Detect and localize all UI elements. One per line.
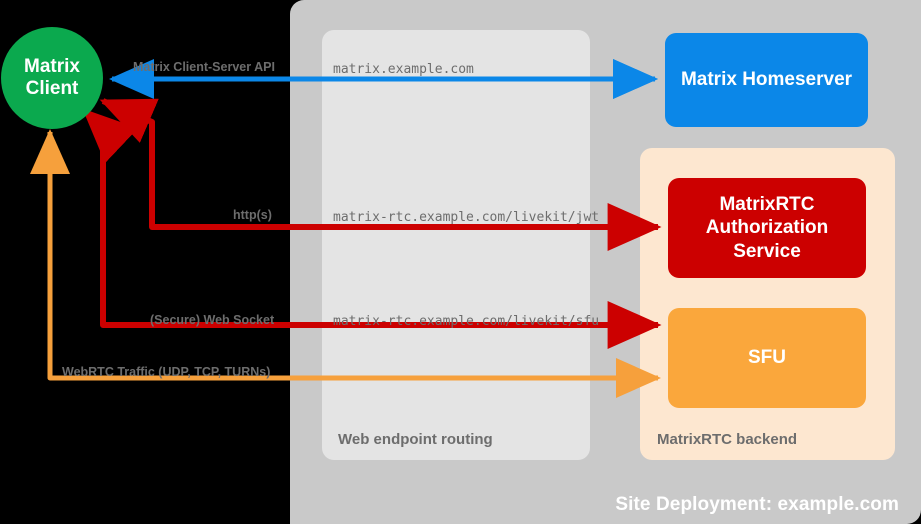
node-matrixrtc-authorization-service[interactable]: MatrixRTC Authorization Service <box>668 178 866 278</box>
endpoint-livekit-jwt: matrix-rtc.example.com/livekit/jwt <box>333 210 600 225</box>
site-deployment-label: Site Deployment: example.com <box>615 494 899 515</box>
endpoint-livekit-sfu: matrix-rtc.example.com/livekit/sfu <box>333 314 600 329</box>
matrix-client-label-line2: Client <box>25 78 79 99</box>
node-matrix-client[interactable]: Matrix Client <box>1 27 103 129</box>
node-matrix-homeserver[interactable]: Matrix Homeserver <box>665 33 868 127</box>
web-endpoint-routing-panel: Web endpoint routing <box>322 30 590 460</box>
auth-service-label-line2: Authorization <box>705 217 829 239</box>
label-matrix-client-server-api: Matrix Client-Server API <box>133 60 275 74</box>
endpoint-matrix-example-com: matrix.example.com <box>333 62 474 77</box>
matrixrtc-backend-label: MatrixRTC backend <box>657 431 798 448</box>
node-sfu[interactable]: SFU <box>668 308 866 408</box>
matrix-client-label-line1: Matrix <box>24 56 80 78</box>
web-endpoint-routing-label: Web endpoint routing <box>338 431 493 448</box>
sfu-label: SFU <box>748 347 786 369</box>
label-secure-web-socket: (Secure) Web Socket <box>150 313 275 327</box>
auth-service-label-line3: Service <box>733 240 801 262</box>
auth-service-label-line1: MatrixRTC <box>719 194 815 216</box>
label-http-s: http(s) <box>233 208 272 222</box>
matrix-homeserver-label: Matrix Homeserver <box>680 69 853 91</box>
label-webrtc-traffic: WebRTC Traffic (UDP, TCP, TURNs) <box>62 365 271 379</box>
